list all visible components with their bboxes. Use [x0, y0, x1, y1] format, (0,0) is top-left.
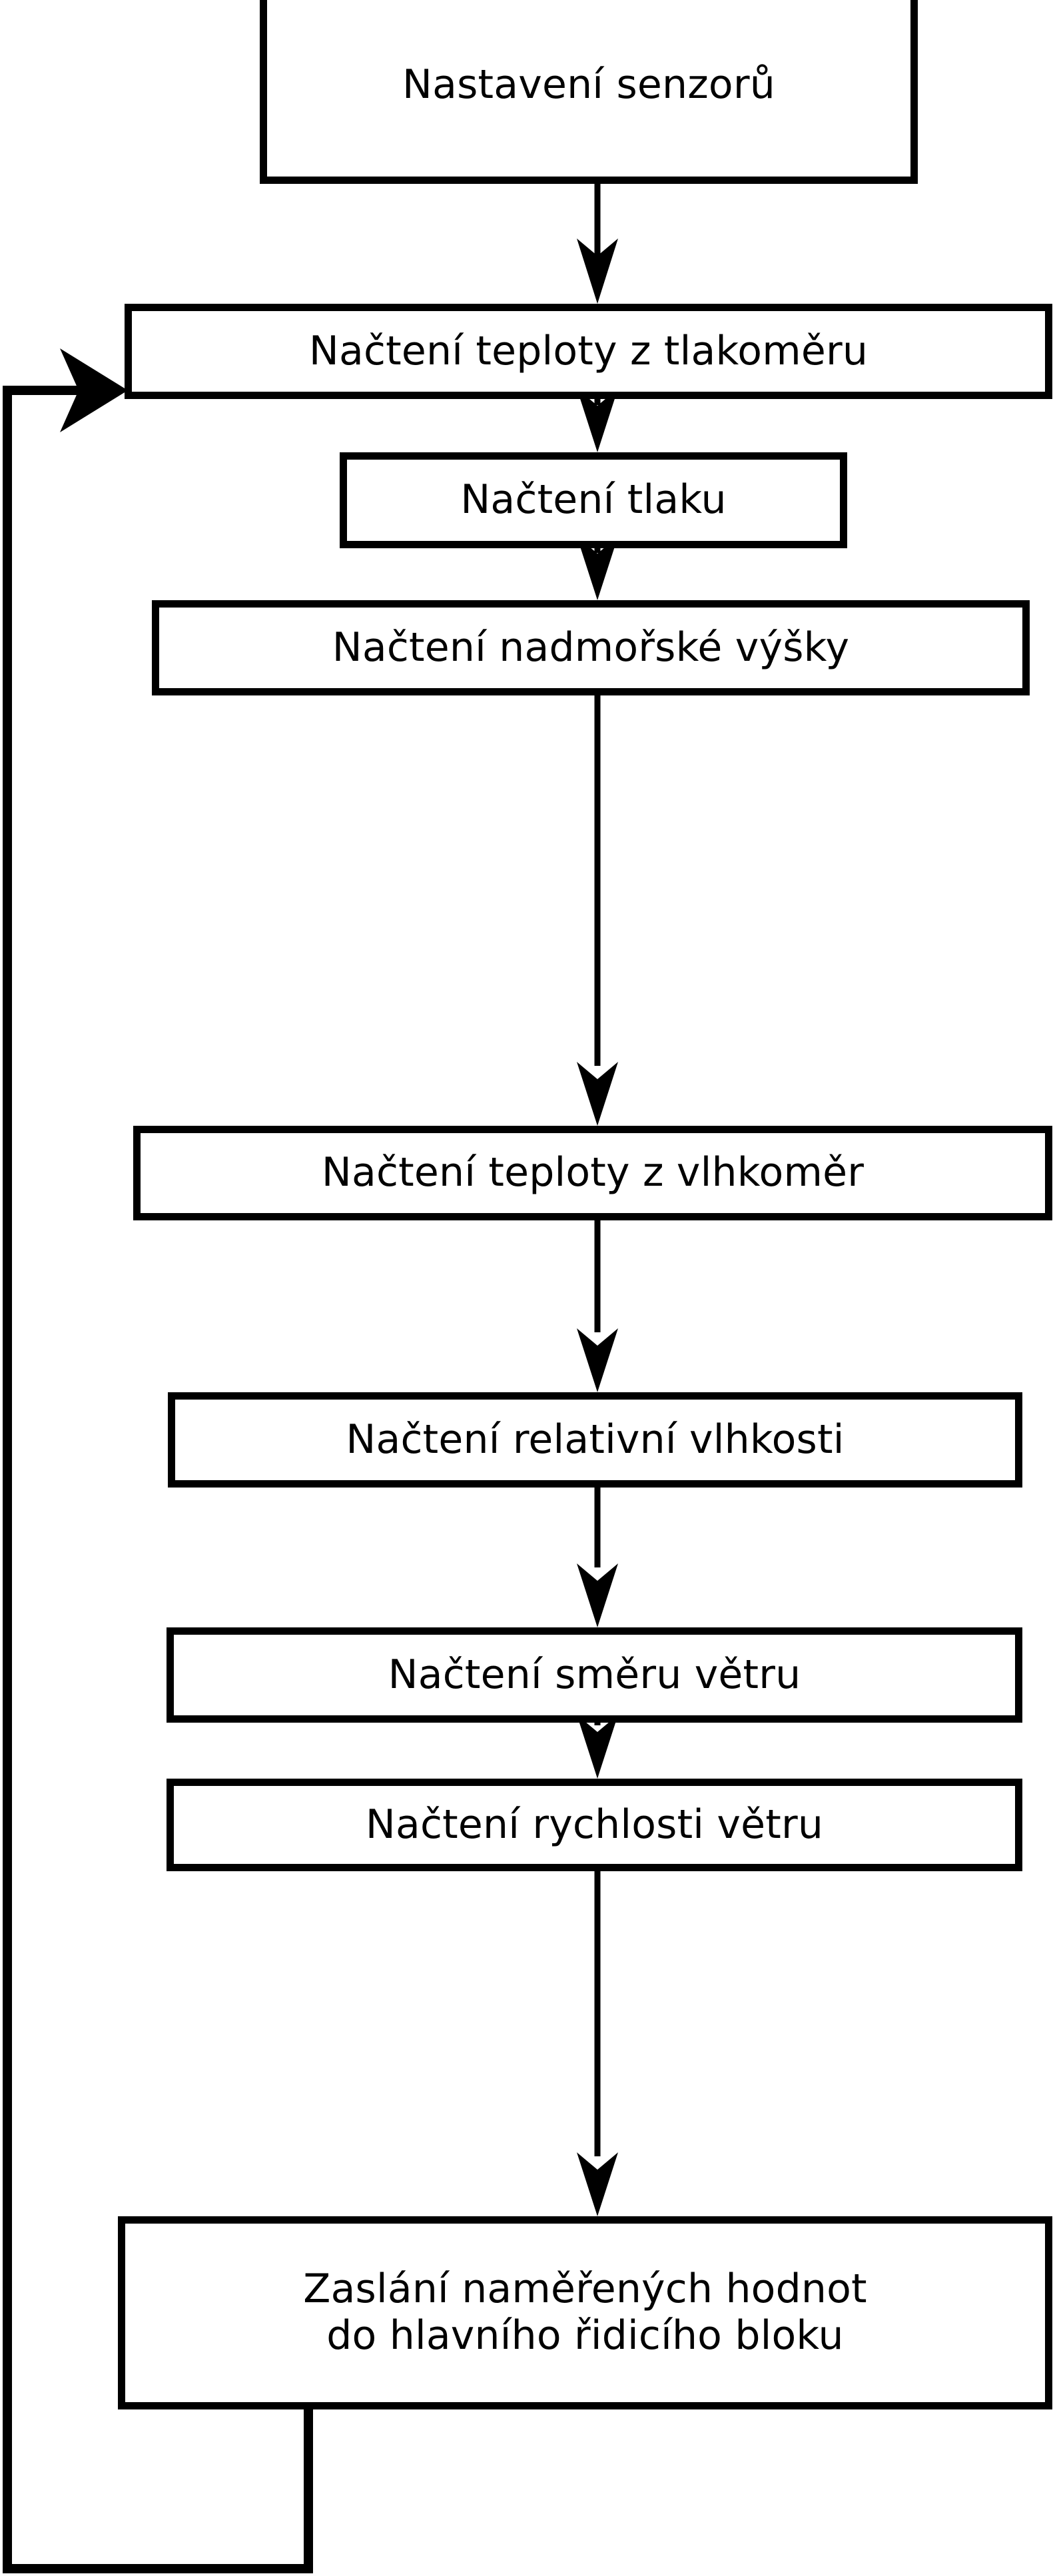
node-nacteni-rychlosti-vetru[interactable]: Načtení rychlosti větru — [167, 1779, 1022, 1871]
node-nacteni-teploty-z-vlhkomer[interactable]: Načtení teploty z vlhkoměr — [133, 1126, 1052, 1220]
node-zaslani-namerenych-hodnot[interactable]: Zaslání naměřených hodnot do hlavního ři… — [118, 2216, 1052, 2409]
node-label: Načtení relativní vlhkosti — [346, 1416, 845, 1463]
node-label: Načtení nadmořské výšky — [332, 624, 850, 671]
edge-n2-n3 — [577, 388, 618, 452]
edge-n3-n4 — [577, 536, 618, 600]
node-label: Načtení směru větru — [388, 1651, 801, 1698]
edge-n4-n5 — [577, 695, 618, 1126]
node-nacteni-smeru-vetru[interactable]: Načtení směru větru — [167, 1627, 1022, 1723]
node-nacteni-teploty-z-tlakomeru[interactable]: Načtení teploty z tlakoměru — [125, 304, 1052, 399]
node-label: Zaslání naměřených hodnot do hlavního ři… — [303, 2266, 867, 2359]
edge-n7-n8 — [577, 1715, 618, 1779]
node-label: Nastavení senzorů — [402, 61, 775, 109]
node-label: Načtení rychlosti větru — [365, 1801, 824, 1848]
node-nacteni-relativni-vlhkosti[interactable]: Načtení relativní vlhkosti — [168, 1392, 1022, 1488]
node-label: Načtení teploty z vlhkoměr — [321, 1149, 865, 1196]
node-nastaveni-senzoru[interactable]: Nastavení senzorů — [260, 0, 918, 184]
edge-n1-n2 — [577, 184, 618, 304]
edge-n5-n6 — [577, 1220, 618, 1392]
node-nacteni-nadmorske-vysky[interactable]: Načtení nadmořské výšky — [152, 600, 1030, 695]
edge-n9-n2-loopback — [3, 348, 313, 2573]
node-label: Načtení teploty z tlakoměru — [308, 327, 869, 374]
node-nacteni-tlaku[interactable]: Načtení tlaku — [340, 452, 847, 548]
edge-n8-n9 — [577, 1871, 618, 2216]
node-label: Načtení tlaku — [460, 476, 727, 524]
edge-n6-n7 — [577, 1488, 618, 1627]
